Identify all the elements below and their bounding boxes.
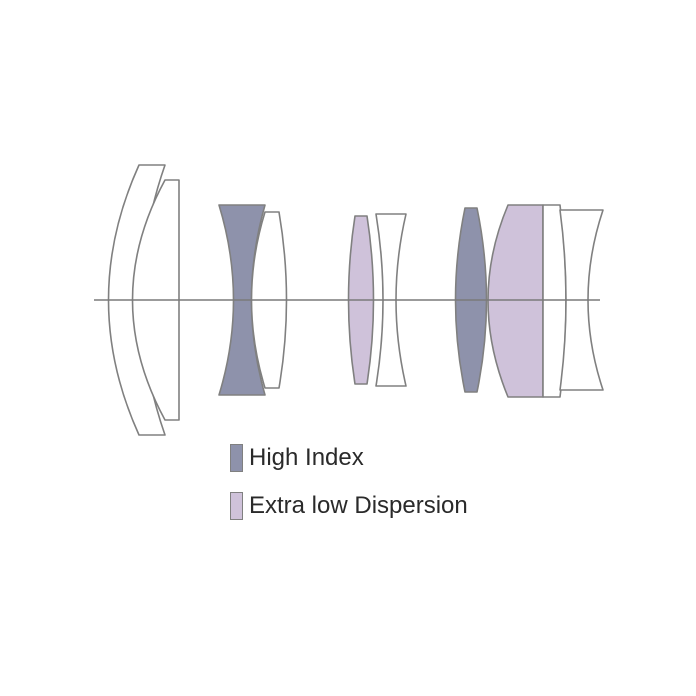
legend-swatch-extra-low-dispersion (230, 492, 243, 520)
legend-item-extra-low-dispersion: Extra low Dispersion (230, 491, 468, 521)
legend-label-extra-low-dispersion: Extra low Dispersion (249, 492, 468, 519)
legend-item-high-index: High Index (230, 443, 468, 473)
legend-swatch-high-index (230, 444, 243, 472)
legend-label-high-index: High Index (249, 444, 364, 471)
lens-element-8 (487, 204, 544, 398)
legend: High Index Extra low Dispersion (230, 443, 468, 539)
